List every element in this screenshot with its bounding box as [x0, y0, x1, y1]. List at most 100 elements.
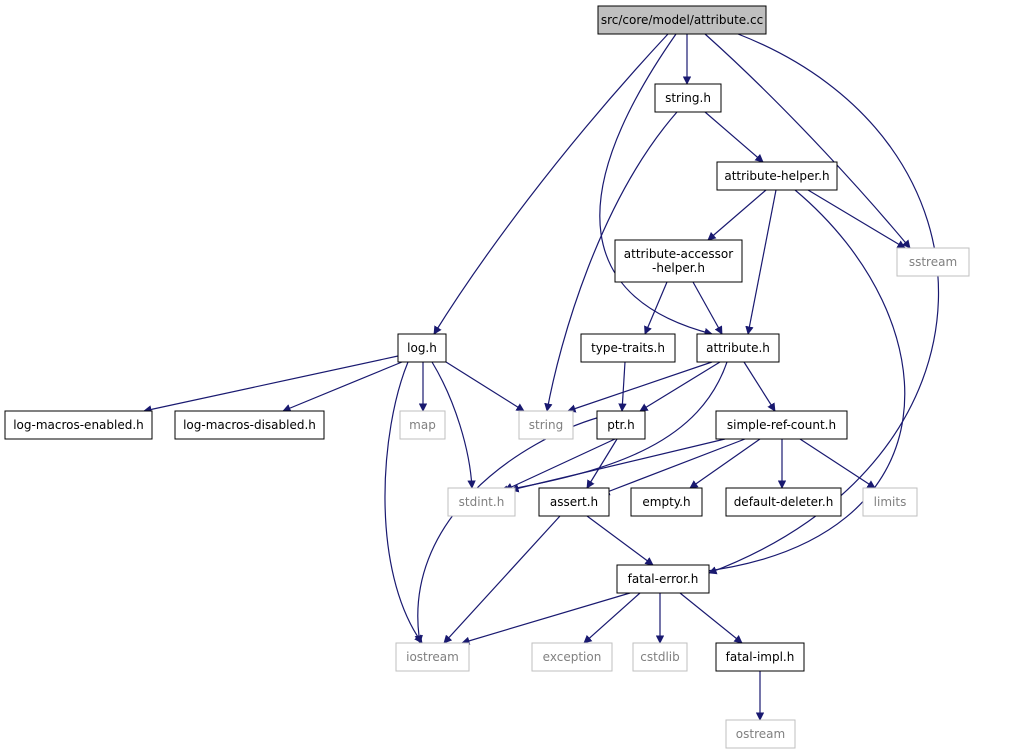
edge-attribute-h-to-simple-ref-count-h [743, 361, 776, 412]
node-stdint-h: stdint.h [447, 487, 516, 517]
nodes-layer: src/core/model/attribute.cc string.h attri… [4, 5, 970, 749]
node-label: string.h [665, 91, 711, 105]
node-box [630, 487, 703, 517]
node-empty-h[interactable]: empty.h [630, 487, 703, 517]
node-box [715, 642, 805, 672]
node-box [174, 410, 325, 440]
node-cstdlib: cstdlib [632, 642, 688, 672]
edge-simple-ref-count-h-to-empty-h [689, 438, 761, 489]
edge-attribute-cc-to-sstream [704, 33, 911, 249]
node-label: stdint.h [459, 495, 505, 509]
node-label: src/core/model/attribute.cc [601, 13, 763, 27]
node-fatal-error-h[interactable]: fatal-error.h [616, 564, 710, 594]
node-ostream: ostream [725, 719, 796, 749]
node-attribute-accessor-helper-h[interactable]: attribute-accessor-helper.h [614, 239, 743, 283]
edge-simple-ref-count-h-to-limits [799, 438, 876, 489]
edge-attribute-h-to-ptr-h [639, 361, 721, 412]
edge-attribute-accessor-helper-h-to-attribute-h [692, 281, 723, 335]
node-label: fatal-impl.h [726, 650, 795, 664]
node-label: log-macros-enabled.h [13, 418, 144, 432]
node-label: ostream [736, 727, 785, 741]
edge-attribute-helper-h-to-sstream [807, 189, 906, 249]
node-box [580, 333, 676, 363]
edge-fatal-error-h-to-exception [583, 592, 641, 644]
node-box [395, 642, 470, 672]
edge-log-h-to-stdint-h [431, 361, 476, 489]
node-label: sstream [909, 255, 957, 269]
edge-string-h-to-string [544, 111, 678, 412]
node-string-h[interactable]: string.h [654, 83, 722, 113]
node-box [4, 410, 153, 440]
node-simple-ref-count-h[interactable]: simple-ref-count.h [715, 410, 848, 440]
edge-log-h-to-string [445, 361, 525, 412]
edges-layer [143, 33, 940, 721]
node-label: empty.h [642, 495, 690, 509]
edge-attribute-helper-h-to-attribute-accessor-helper-h [707, 189, 767, 241]
node-label: cstdlib [640, 650, 679, 664]
node-log-h[interactable]: log.h [397, 333, 447, 363]
node-type-traits-h[interactable]: type-traits.h [580, 333, 676, 363]
node-assert-h[interactable]: assert.h [538, 487, 610, 517]
edge-simple-ref-count-h-to-stdint-h [510, 438, 726, 493]
edge-attribute-helper-h-to-fatal-error-h [699, 189, 906, 576]
node-box [447, 487, 516, 517]
node-label: type-traits.h [591, 341, 665, 355]
node-ptr-h[interactable]: ptr.h [596, 410, 646, 440]
node-box [715, 410, 848, 440]
node-box [696, 333, 780, 363]
node-label: attribute.h [706, 341, 770, 355]
edge-ptr-h-to-stdint-h [504, 438, 616, 491]
node-exception: exception [531, 642, 613, 672]
node-box [616, 564, 710, 594]
node-label: assert.h [550, 495, 598, 509]
edge-attribute-cc-to-log-h [433, 33, 669, 335]
edge-log-h-to-log-macros-disabled-h [282, 361, 403, 413]
node-box [538, 487, 610, 517]
node-box [896, 247, 970, 277]
node-box [862, 487, 918, 517]
edge-attribute-h-to-string [567, 361, 713, 413]
node-box [725, 719, 796, 749]
node-label: default-deleter.h [734, 495, 834, 509]
node-attribute-cc[interactable]: src/core/model/attribute.cc [597, 5, 767, 35]
node-box [725, 487, 842, 517]
node-label: map [409, 418, 436, 432]
node-box [654, 83, 722, 113]
edge-assert-h-to-fatal-error-h [586, 515, 654, 566]
node-box [531, 642, 613, 672]
node-log-macros-enabled-h[interactable]: log-macros-enabled.h [4, 410, 153, 440]
node-box [716, 161, 838, 191]
node-limits: limits [862, 487, 918, 517]
edge-assert-h-to-iostream [443, 515, 561, 644]
edge-attribute-cc-to-attribute-h [599, 33, 713, 337]
node-label: string [529, 418, 563, 432]
node-label: -helper.h [652, 261, 705, 275]
edge-log-h-to-log-macros-enabled-h [143, 355, 399, 414]
node-label: log.h [407, 341, 437, 355]
node-default-deleter-h[interactable]: default-deleter.h [725, 487, 842, 517]
node-box [596, 410, 646, 440]
edge-attribute-accessor-helper-h-to-type-traits-h [644, 281, 668, 335]
node-box [597, 5, 767, 35]
node-label: limits [874, 495, 907, 509]
node-attribute-h[interactable]: attribute.h [696, 333, 780, 363]
node-label: exception [543, 650, 602, 664]
node-label: simple-ref-count.h [727, 418, 836, 432]
edge-string-h-to-attribute-helper-h [704, 111, 764, 163]
node-fatal-impl-h[interactable]: fatal-impl.h [715, 642, 805, 672]
node-label: iostream [406, 650, 459, 664]
node-log-macros-disabled-h[interactable]: log-macros-disabled.h [174, 410, 325, 440]
node-box [397, 333, 447, 363]
node-map: map [399, 410, 446, 440]
node-label: ptr.h [607, 418, 635, 432]
node-box [518, 410, 574, 440]
node-attribute-helper-h[interactable]: attribute-helper.h [716, 161, 838, 191]
node-box [632, 642, 688, 672]
edge-type-traits-h-to-ptr-h [618, 361, 627, 412]
node-sstream: sstream [896, 247, 970, 277]
edge-fatal-error-h-to-fatal-impl-h [679, 592, 743, 644]
node-box [399, 410, 446, 440]
edge-fatal-error-h-to-iostream [461, 592, 631, 645]
node-label: attribute-helper.h [724, 169, 829, 183]
